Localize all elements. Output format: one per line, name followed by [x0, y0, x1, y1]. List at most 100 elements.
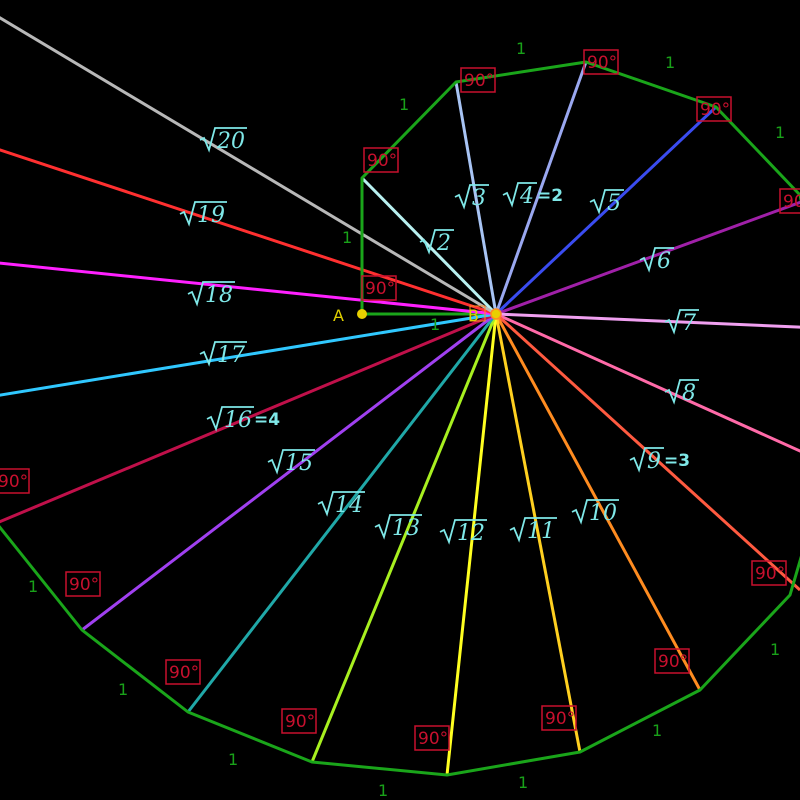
ray-sqrt-4	[494, 61, 588, 315]
unit-label-11: 1	[770, 640, 780, 659]
unit-label-1: 1	[430, 315, 440, 334]
sqrt-label-10: 10	[571, 499, 619, 526]
radical-sign	[267, 449, 315, 475]
right-angle-mark-13: 90°	[414, 725, 450, 751]
radicand: 15	[285, 451, 313, 476]
right-angle-label: 90°	[755, 564, 785, 584]
ray-sqrt-11	[494, 313, 582, 753]
root-value: =4	[254, 410, 280, 430]
right-angle-mark-5: 90°	[696, 96, 732, 122]
radical-sign	[199, 341, 247, 367]
point-b[interactable]	[490, 308, 502, 320]
sqrt-label-8: 8	[664, 379, 699, 406]
unit-label-3: 1	[399, 95, 409, 114]
right-angle-box	[751, 560, 787, 586]
radical-sign	[439, 519, 487, 545]
right-angle-mark-2: 90°	[363, 147, 399, 173]
sqrt-label-19: 19	[179, 201, 227, 228]
point-b-marker	[469, 305, 486, 322]
sqrt-label-6: 6	[639, 247, 674, 274]
radical-sign	[629, 447, 664, 473]
right-angle-mark-3: 90°	[460, 67, 496, 93]
radicand: 5	[607, 191, 621, 216]
radical-sign	[509, 517, 557, 543]
right-angle-box	[281, 708, 317, 734]
radical-sign	[374, 514, 422, 540]
sqrt-label-18: 18	[187, 281, 235, 308]
ray-sqrt-18	[0, 261, 497, 316]
right-angle-box	[363, 147, 399, 173]
right-angle-mark-12: 90°	[541, 705, 577, 731]
right-angle-box	[654, 648, 690, 674]
radicand: 7	[682, 311, 696, 336]
radicand: 13	[392, 516, 420, 541]
right-angle-mark-6: 90°	[779, 188, 800, 214]
right-angle-box	[583, 49, 619, 75]
right-angle-box	[0, 468, 30, 494]
radical-sign	[664, 379, 699, 405]
radical-sign	[639, 247, 674, 273]
ray-sqrt-2	[360, 176, 498, 316]
ray-sqrt-7	[495, 312, 800, 329]
right-angle-mark-10: 90°	[751, 560, 787, 586]
point-a-label: A	[333, 306, 344, 325]
right-angle-label: 90°	[0, 472, 28, 492]
ray-sqrt-19	[0, 148, 497, 316]
radical-sign	[317, 491, 365, 517]
point-a[interactable]	[357, 309, 367, 319]
sqrt-label-4: 4=2	[502, 182, 563, 209]
right-angle-box	[696, 96, 732, 122]
ray-sqrt-3	[454, 81, 498, 315]
radical-sign	[206, 406, 254, 432]
radicand: 14	[335, 493, 363, 518]
right-angle-label: 90°	[169, 663, 199, 683]
sqrt-label-5: 5	[589, 189, 624, 216]
right-angle-mark-16: 90°	[65, 571, 101, 597]
right-angle-label: 90°	[700, 100, 730, 120]
labels-layer: 90° 90° 90° 90° 90° 90° 90° 90° 90° 90° 90° 90° 90° 9…	[0, 39, 800, 800]
ray-sqrt-10	[494, 313, 702, 691]
right-angle-label: 90°	[587, 53, 617, 73]
right-angle-box	[65, 571, 101, 597]
radicand: 3	[472, 186, 486, 211]
radicand: 4	[519, 184, 534, 209]
sqrt-label-7: 7	[664, 309, 699, 336]
right-angle-label: 90°	[464, 71, 494, 91]
unit-label-14: 1	[378, 781, 388, 800]
right-angle-label: 90°	[545, 709, 575, 729]
sqrt-label-20: 20	[199, 127, 247, 154]
sqrt-label-14: 14	[317, 491, 365, 518]
radical-sign	[187, 281, 235, 307]
sqrt-label-2: 2	[419, 229, 454, 256]
right-angle-label: 90°	[69, 575, 99, 595]
unit-label-17: 1	[28, 577, 38, 596]
radical-sign	[502, 182, 537, 208]
radical-sign	[199, 127, 247, 153]
perimeter-layer	[0, 60, 800, 777]
right-angle-box	[541, 705, 577, 731]
right-angle-label: 90°	[285, 712, 315, 732]
radical-sign	[664, 309, 699, 335]
ray-sqrt-15	[81, 312, 497, 632]
radicand: 6	[657, 249, 671, 274]
ray-sqrt-13	[310, 313, 498, 763]
radical-sign	[179, 201, 227, 227]
radicand: 10	[589, 501, 617, 526]
root-value: =3	[664, 451, 690, 471]
unit-label-13: 1	[518, 773, 528, 792]
right-angle-mark-15: 90°	[165, 659, 201, 685]
ray-sqrt-14	[186, 313, 498, 713]
sqrt-label-9: 9=3	[629, 447, 690, 474]
radical-sign	[454, 184, 489, 210]
unit-label-6: 1	[775, 123, 785, 142]
right-angle-mark-4: 90°	[583, 49, 619, 75]
sqrt-label-13: 13	[374, 514, 422, 541]
radicand: 8	[682, 381, 696, 406]
ray-sqrt-20	[0, 16, 497, 316]
unit-label-16: 1	[118, 680, 128, 699]
right-angle-box	[460, 67, 496, 93]
right-angle-label: 90°	[365, 279, 395, 299]
perimeter-unit-segments	[0, 60, 800, 777]
sqrt-label-3: 3	[454, 184, 489, 211]
